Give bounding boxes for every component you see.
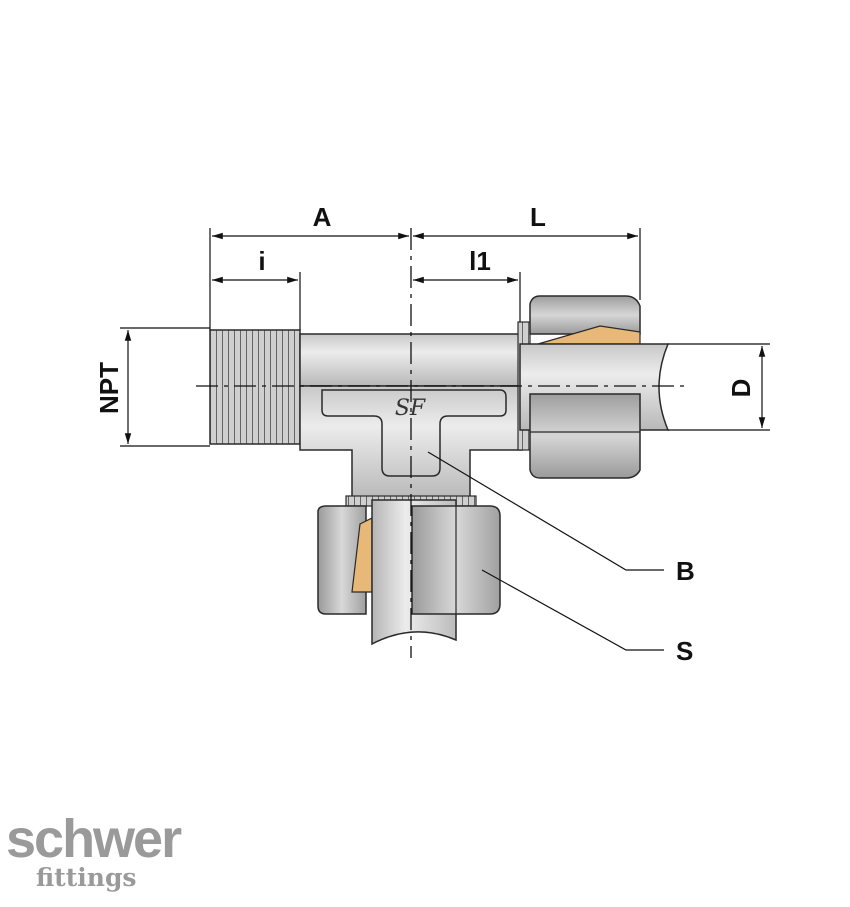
center-lines — [196, 228, 690, 658]
tee-body: SF — [209, 329, 523, 501]
npt-thread — [209, 329, 301, 445]
right-nut-lower — [529, 393, 641, 479]
leader-s — [481, 569, 664, 651]
right-branch — [517, 295, 670, 479]
callout-b: B — [676, 556, 695, 586]
dim-i-label: i — [258, 246, 265, 276]
brand-sub: fittings — [36, 863, 137, 892]
callout-s: S — [676, 636, 693, 666]
brand-name: schwer — [6, 809, 182, 869]
tee-passage — [321, 389, 507, 477]
leader-b — [427, 451, 664, 571]
dimensions — [120, 228, 770, 651]
dim-a-label: A — [313, 202, 332, 232]
brand-logo: schwer fittings — [6, 809, 182, 892]
dim-l-label: L — [530, 202, 546, 232]
dim-d-label: D — [726, 379, 756, 398]
right-nut-upper — [529, 295, 641, 335]
dim-npt-label: NPT — [94, 362, 124, 414]
dim-l1-label: l1 — [469, 246, 491, 276]
bottom-branch — [317, 495, 501, 646]
